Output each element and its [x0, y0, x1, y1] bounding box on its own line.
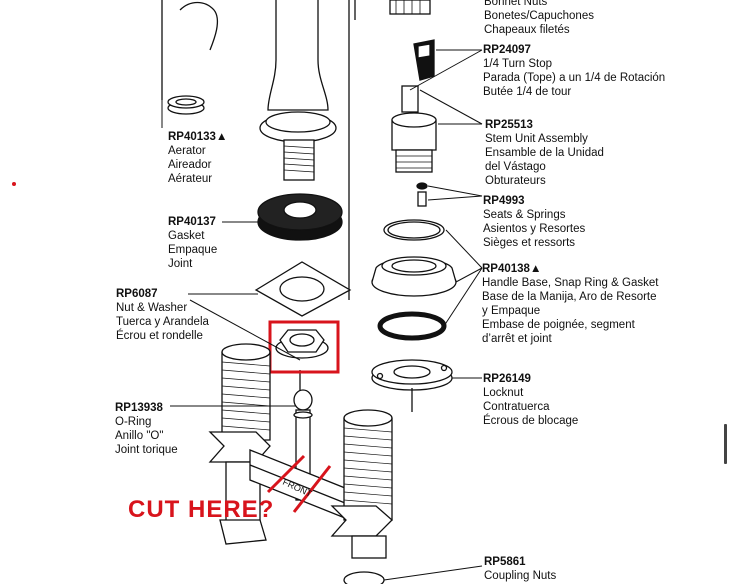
label-line: Aerator: [168, 145, 206, 157]
label-rp25513: RP25513 Stem Unit Assembly Ensamble de l…: [485, 118, 604, 188]
label-line: Contratuerca: [483, 401, 550, 413]
part-number: RP5861: [484, 556, 526, 568]
label-rp40133: RP40133▲ Aerator Aireador Aérateur: [168, 130, 227, 186]
part-number: RP25513: [485, 119, 533, 131]
spout: [179, 0, 337, 181]
label-line: Parada (Tope) a un 1/4 de Rotación: [483, 72, 666, 84]
bonnet-nut-top: [389, 0, 431, 15]
quarter-turn-stop: [413, 39, 435, 81]
handle-base: [371, 256, 457, 297]
label-bonnet-nuts: Bonnet Nuts Bonetes/Capuchones Chapeaux …: [484, 0, 594, 37]
handle-gasket: [377, 311, 447, 341]
label-line: Obturateurs: [485, 175, 546, 187]
label-line: Aireador: [168, 159, 212, 171]
spout-gasket: [257, 193, 343, 241]
coupling-nut: [343, 571, 385, 584]
label-line: d’arrêt et joint: [482, 333, 552, 345]
label-line: Handle Base, Snap Ring & Gasket: [482, 277, 659, 289]
label-line: Base de la Manija, Aro de Resorte: [482, 291, 657, 303]
label-line: Seats & Springs: [483, 209, 566, 221]
aerator: [167, 95, 205, 115]
label-rp40137: RP40137 Gasket Empaque Joint: [168, 215, 217, 271]
label-line: Ensamble de la Unidad: [485, 147, 604, 159]
label-line: Anillo "O": [115, 430, 164, 442]
seats-and-springs: [416, 182, 428, 207]
label-line: O-Ring: [115, 416, 152, 428]
label-line: Embase de poignée, segment: [482, 319, 635, 331]
cut-here-annotation: CUT HERE?: [128, 496, 275, 523]
label-line: Bonnet Nuts: [484, 0, 548, 8]
part-number: RP13938: [115, 402, 163, 414]
label-line: del Vástago: [485, 161, 546, 173]
label-line: Écrous de blocage: [483, 415, 579, 427]
label-line: Butée 1/4 de tour: [483, 86, 572, 98]
scrollbar-thumb[interactable]: [724, 424, 727, 464]
label-rp26149: RP26149 Locknut Contratuerca Écrous de b…: [483, 372, 578, 428]
snap-ring: [383, 219, 445, 241]
label-rp5861: RP5861 Coupling Nuts: [484, 555, 556, 583]
label-rp40138: RP40138▲ Handle Base, Snap Ring & Gasket…: [482, 262, 658, 346]
stem-unit-assembly: [391, 85, 437, 173]
label-line: 1/4 Turn Stop: [483, 58, 553, 70]
label-rp4993: RP4993 Seats & Springs Asientos y Resort…: [483, 194, 585, 250]
part-number: RP24097: [483, 44, 531, 56]
label-rp6087: RP6087 Nut & Washer Tuerca y Arandela Éc…: [116, 287, 209, 343]
part-number: RP26149: [483, 373, 531, 385]
label-line: Chapeaux filetés: [484, 24, 570, 36]
label-line: Joint: [168, 258, 193, 270]
part-number: RP40133▲: [168, 131, 228, 143]
part-number: RP40137: [168, 216, 216, 228]
label-rp13938: RP13938 O-Ring Anillo "O" Joint torique: [115, 401, 178, 457]
label-line: Nut & Washer: [116, 302, 188, 314]
label-rp24097: RP24097 1/4 Turn Stop Parada (Tope) a un…: [483, 43, 665, 99]
part-number: RP4993: [483, 195, 525, 207]
label-line: Locknut: [483, 387, 524, 399]
label-line: y Empaque: [482, 305, 541, 317]
right-valve-shank: [330, 409, 393, 559]
label-line: Gasket: [168, 230, 205, 242]
nut-and-washer: [275, 329, 329, 359]
label-line: Asientos y Resortes: [483, 223, 586, 235]
label-line: Tuerca y Arandela: [116, 316, 209, 328]
label-line: Bonetes/Capuchones: [484, 10, 594, 22]
locknut: [371, 359, 453, 412]
label-line: Empaque: [168, 244, 218, 256]
label-line: Stem Unit Assembly: [485, 133, 588, 145]
label-line: Coupling Nuts: [484, 570, 557, 582]
highlight-box: [268, 320, 340, 374]
red-marker-dot: [12, 182, 16, 186]
label-line: Écrou et rondelle: [116, 330, 203, 342]
mounting-plate: [254, 261, 352, 317]
label-line: Aérateur: [168, 173, 213, 185]
part-number: RP6087: [116, 288, 158, 300]
label-line: Sièges et ressorts: [483, 237, 576, 249]
label-line: Joint torique: [115, 444, 178, 456]
part-number: RP40138▲: [482, 263, 542, 275]
